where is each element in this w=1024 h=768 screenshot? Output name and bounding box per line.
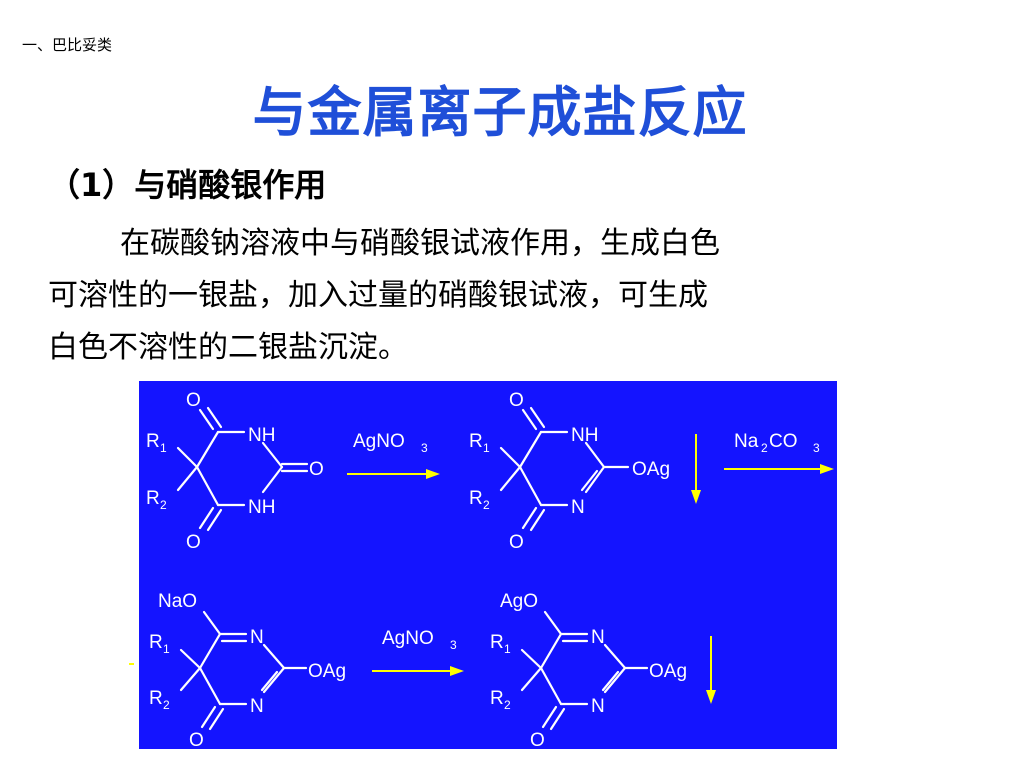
atom-label: OAg [649,661,687,682]
r2-label: R [146,488,160,509]
r1-label: R [490,632,504,653]
atom-label: O [189,730,204,751]
r2-label: R [469,488,483,509]
atom-label: O [509,390,524,411]
atom-label: O [309,459,324,480]
r1-subscript: 1 [483,441,490,455]
scheme-panel-top [139,381,837,556]
atom-label: O [186,390,201,411]
reagent-label: AgNO [382,628,434,649]
r1-label: R [149,632,163,653]
atom-label: NH [571,425,598,446]
r1-subscript: 1 [504,642,511,656]
r1-subscript: 1 [163,642,170,656]
r1-label: R [146,431,160,452]
atom-label: NH [248,497,275,518]
arrow-head-icon [691,490,701,504]
reagent-subscript: 3 [450,638,457,652]
reagent-label: AgNO [353,431,405,452]
atom-label: N [250,627,264,648]
arrow-head-icon [450,666,464,676]
structure-disilver-salt-bonds [520,610,649,731]
arrow-head-icon [820,464,834,474]
r2-subscript: 2 [504,698,511,712]
r2-subscript: 2 [163,698,170,712]
atom-label: NaO [158,591,197,612]
r2-subscript: 2 [160,498,167,512]
reagent-subscript: 2 [761,441,768,455]
r1-subscript: 1 [160,441,167,455]
atom-label: N [591,627,605,648]
atom-label: O [509,532,524,553]
subheading: （1）与硝酸银作用 [48,166,327,204]
paragraph-line: 可溶性的一银盐，加入过量的硝酸银试液，可生成 [48,278,708,313]
r1-label: R [469,431,483,452]
atom-label: O [530,730,545,751]
atom-label: AgO [500,591,538,612]
reagent-label: CO [769,431,798,452]
atom-label: N [591,696,605,717]
atom-label: OAg [308,661,346,682]
section-label: 一、巴比妥类 [22,36,113,54]
atom-label: O [186,532,201,553]
atom-label: N [571,497,585,518]
arrow-head-icon [426,469,440,479]
paragraph-line: 在碳酸钠溶液中与硝酸银试液作用，生成白色 [120,226,720,261]
scheme-panel-bottom [139,556,722,749]
page-title: 与金属离子成盐反应 [252,81,748,144]
r2-label: R [490,688,504,709]
atom-label: OAg [632,459,670,480]
structure-mono-silver-salt-bonds [499,406,630,532]
structure-barbiturate-bonds [176,406,309,532]
scheme-panel-right [722,381,837,749]
paragraph: 在碳酸钠溶液中与硝酸银试液作用，生成白色 可溶性的一银盐，加入过量的硝酸银试液，… [48,218,948,374]
r2-subscript: 2 [483,498,490,512]
atom-label: N [250,696,264,717]
reagent-subscript: 3 [813,441,820,455]
atom-label: NH [248,425,275,446]
arrow-head-icon [706,690,716,704]
reagent-subscript: 3 [421,441,428,455]
paragraph-line: 白色不溶性的二银盐沉淀。 [48,330,408,365]
r2-label: R [149,688,163,709]
reagent-label: Na [734,431,759,452]
structure-sodium-silver-salt-bonds [179,610,308,731]
